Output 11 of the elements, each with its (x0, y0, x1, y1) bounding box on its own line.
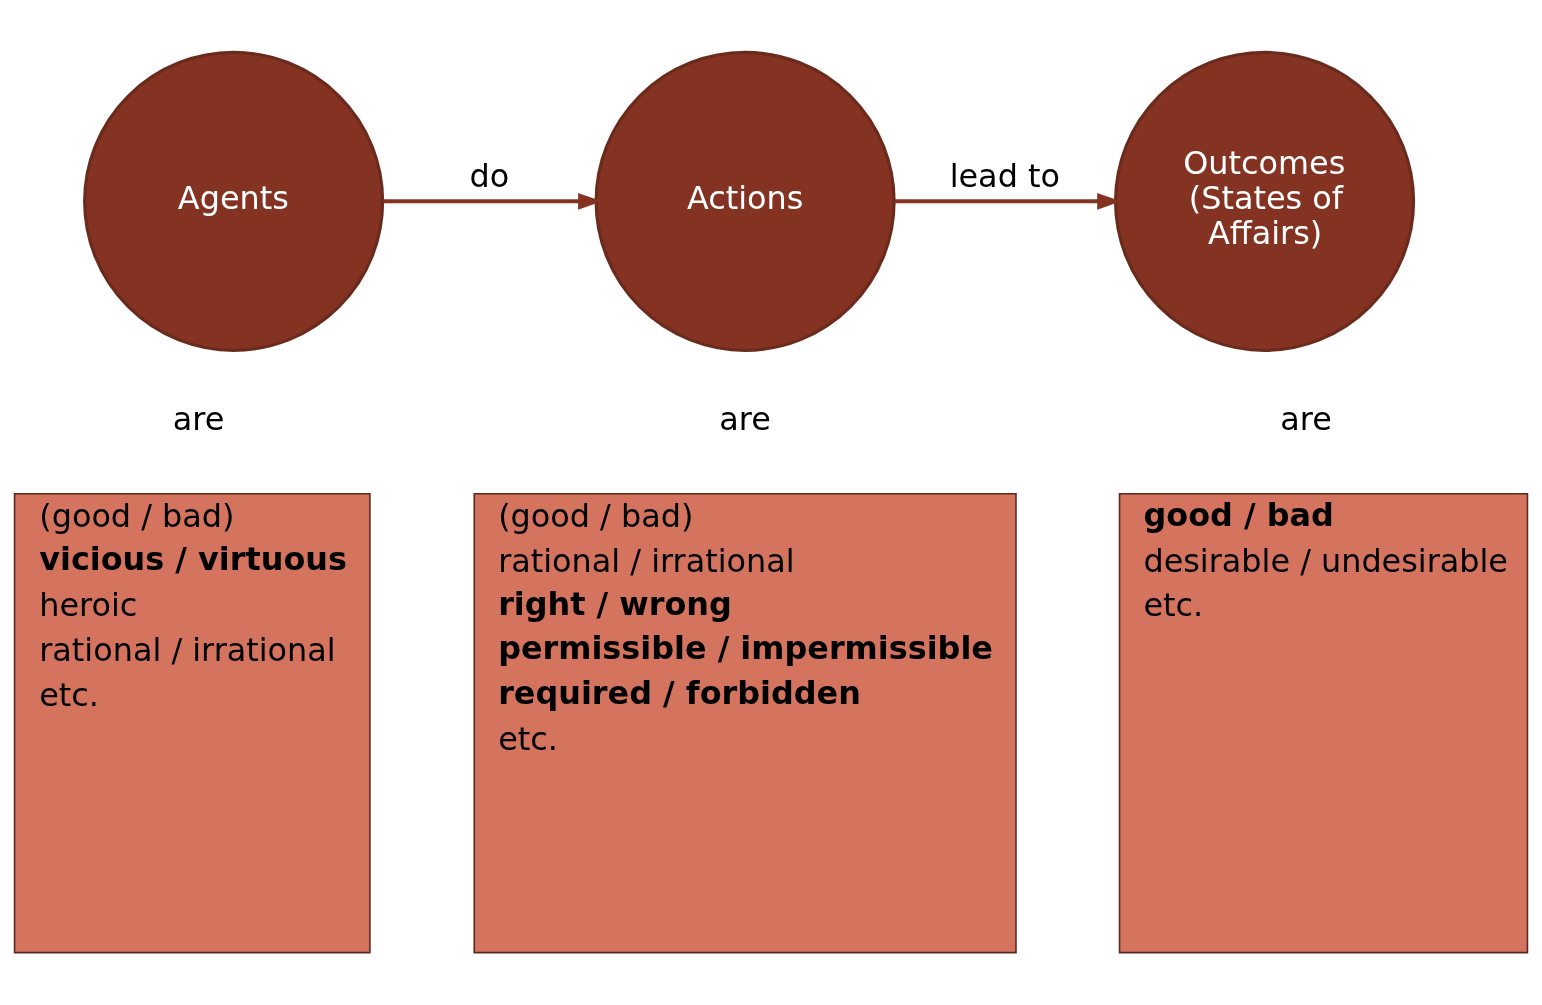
node-box: (good / bad) rational / irrational right / wrong permissible / impermissible required / forbidden etc. (473, 492, 1017, 954)
node-box: (good / bad) vicious / virtuous heroic rational / irrational etc. (13, 492, 371, 954)
label: are (172, 400, 225, 438)
node-circle: Outcomes (States of Affairs) (1113, 50, 1416, 352)
node-box: good / bad desirable / undesirable etc. (1118, 492, 1529, 954)
node-circle: Agents (83, 50, 385, 352)
label: are (719, 400, 771, 438)
node-circle: Actions (594, 50, 896, 352)
label: are (1280, 400, 1332, 438)
edge-label: lead to (949, 157, 1060, 196)
edge-label: do (469, 157, 510, 196)
